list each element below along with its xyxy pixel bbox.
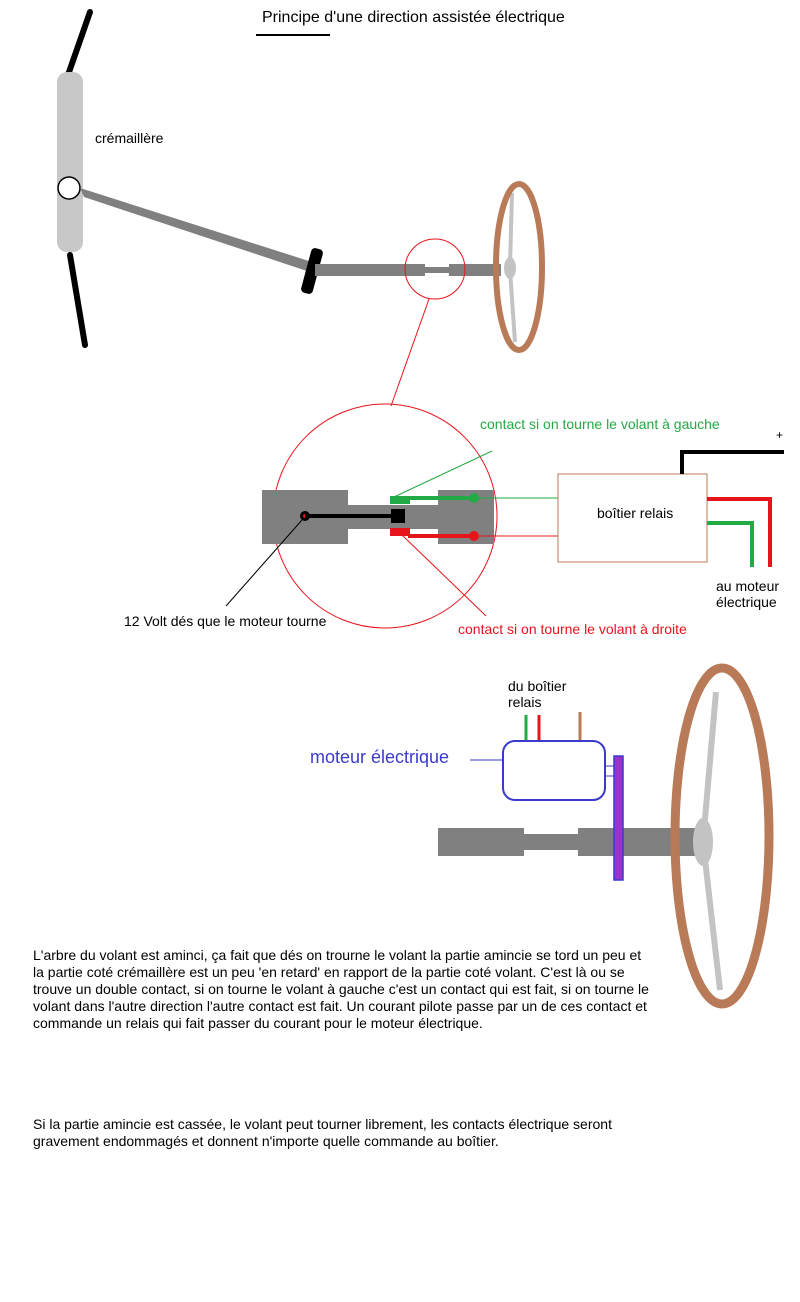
contact-right-label: contact si on tourne le volant à droite <box>458 621 687 637</box>
electric-motor <box>502 740 606 801</box>
relay-wires <box>680 450 784 567</box>
steering-wheel-top <box>493 181 545 353</box>
zoom-connector <box>390 298 430 407</box>
rack-label: crémaillère <box>95 130 164 146</box>
explanation-paragraph: L'arbre du volant est aminci, ça fait qu… <box>33 947 649 1031</box>
warning-paragraph: Si la partie amincie est cassée, le vola… <box>33 1116 612 1149</box>
relay-box <box>557 473 708 563</box>
motor-wires <box>524 712 582 741</box>
steering-wheel-bottom <box>670 663 774 1009</box>
reduction-gear <box>613 755 624 881</box>
steering-shaft <box>80 188 501 294</box>
motor-label: moteur électrique <box>310 747 450 767</box>
shaft-detail <box>262 490 494 544</box>
contact-wires <box>225 450 558 617</box>
from-relay-label: du boîtier relais <box>508 678 567 710</box>
page-title: Principe d'une direction assistée électr… <box>262 9 565 26</box>
contact-left-label: contact si on tourne le volant à gauche <box>480 416 720 432</box>
volt-label: 12 Volt dés que le moteur tourne <box>124 613 327 629</box>
title-underline <box>256 34 330 36</box>
motor-out-label: au moteur électrique <box>716 578 780 610</box>
zoom-circle-small <box>404 238 466 300</box>
relay-box-label: boîtier relais <box>597 505 674 521</box>
plus-label: + <box>776 428 784 442</box>
lower-shaft <box>438 828 698 856</box>
steering-rack <box>57 9 93 348</box>
